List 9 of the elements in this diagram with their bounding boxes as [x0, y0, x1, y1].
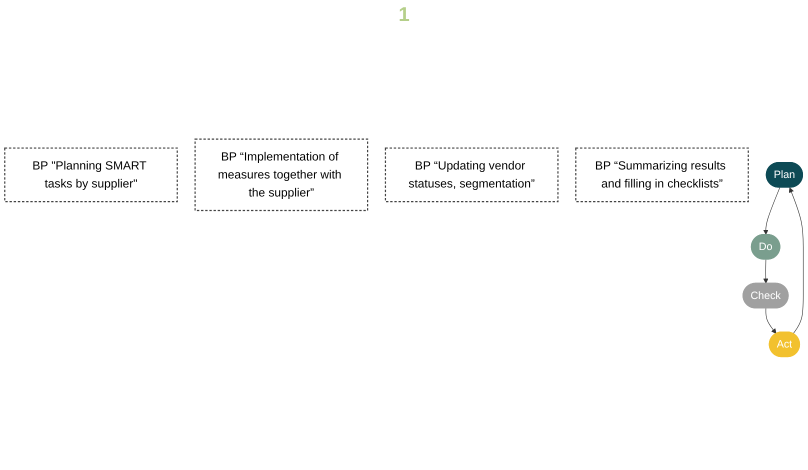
node-box: BP "Planning SMART tasks by supplier" — [4, 147, 178, 202]
node-box: BP “Implementation of measures together with the supplier” — [194, 138, 368, 212]
node-box: BP “Updating vendor statuses, segmentation” — [384, 147, 559, 202]
arrow — [766, 308, 776, 334]
arrow — [763, 259, 768, 284]
step-number: 1 — [398, 4, 410, 26]
node-box: BP “Summarizing results and filling in checklists” — [575, 147, 749, 202]
arrow — [763, 187, 780, 235]
arrow — [788, 187, 804, 334]
